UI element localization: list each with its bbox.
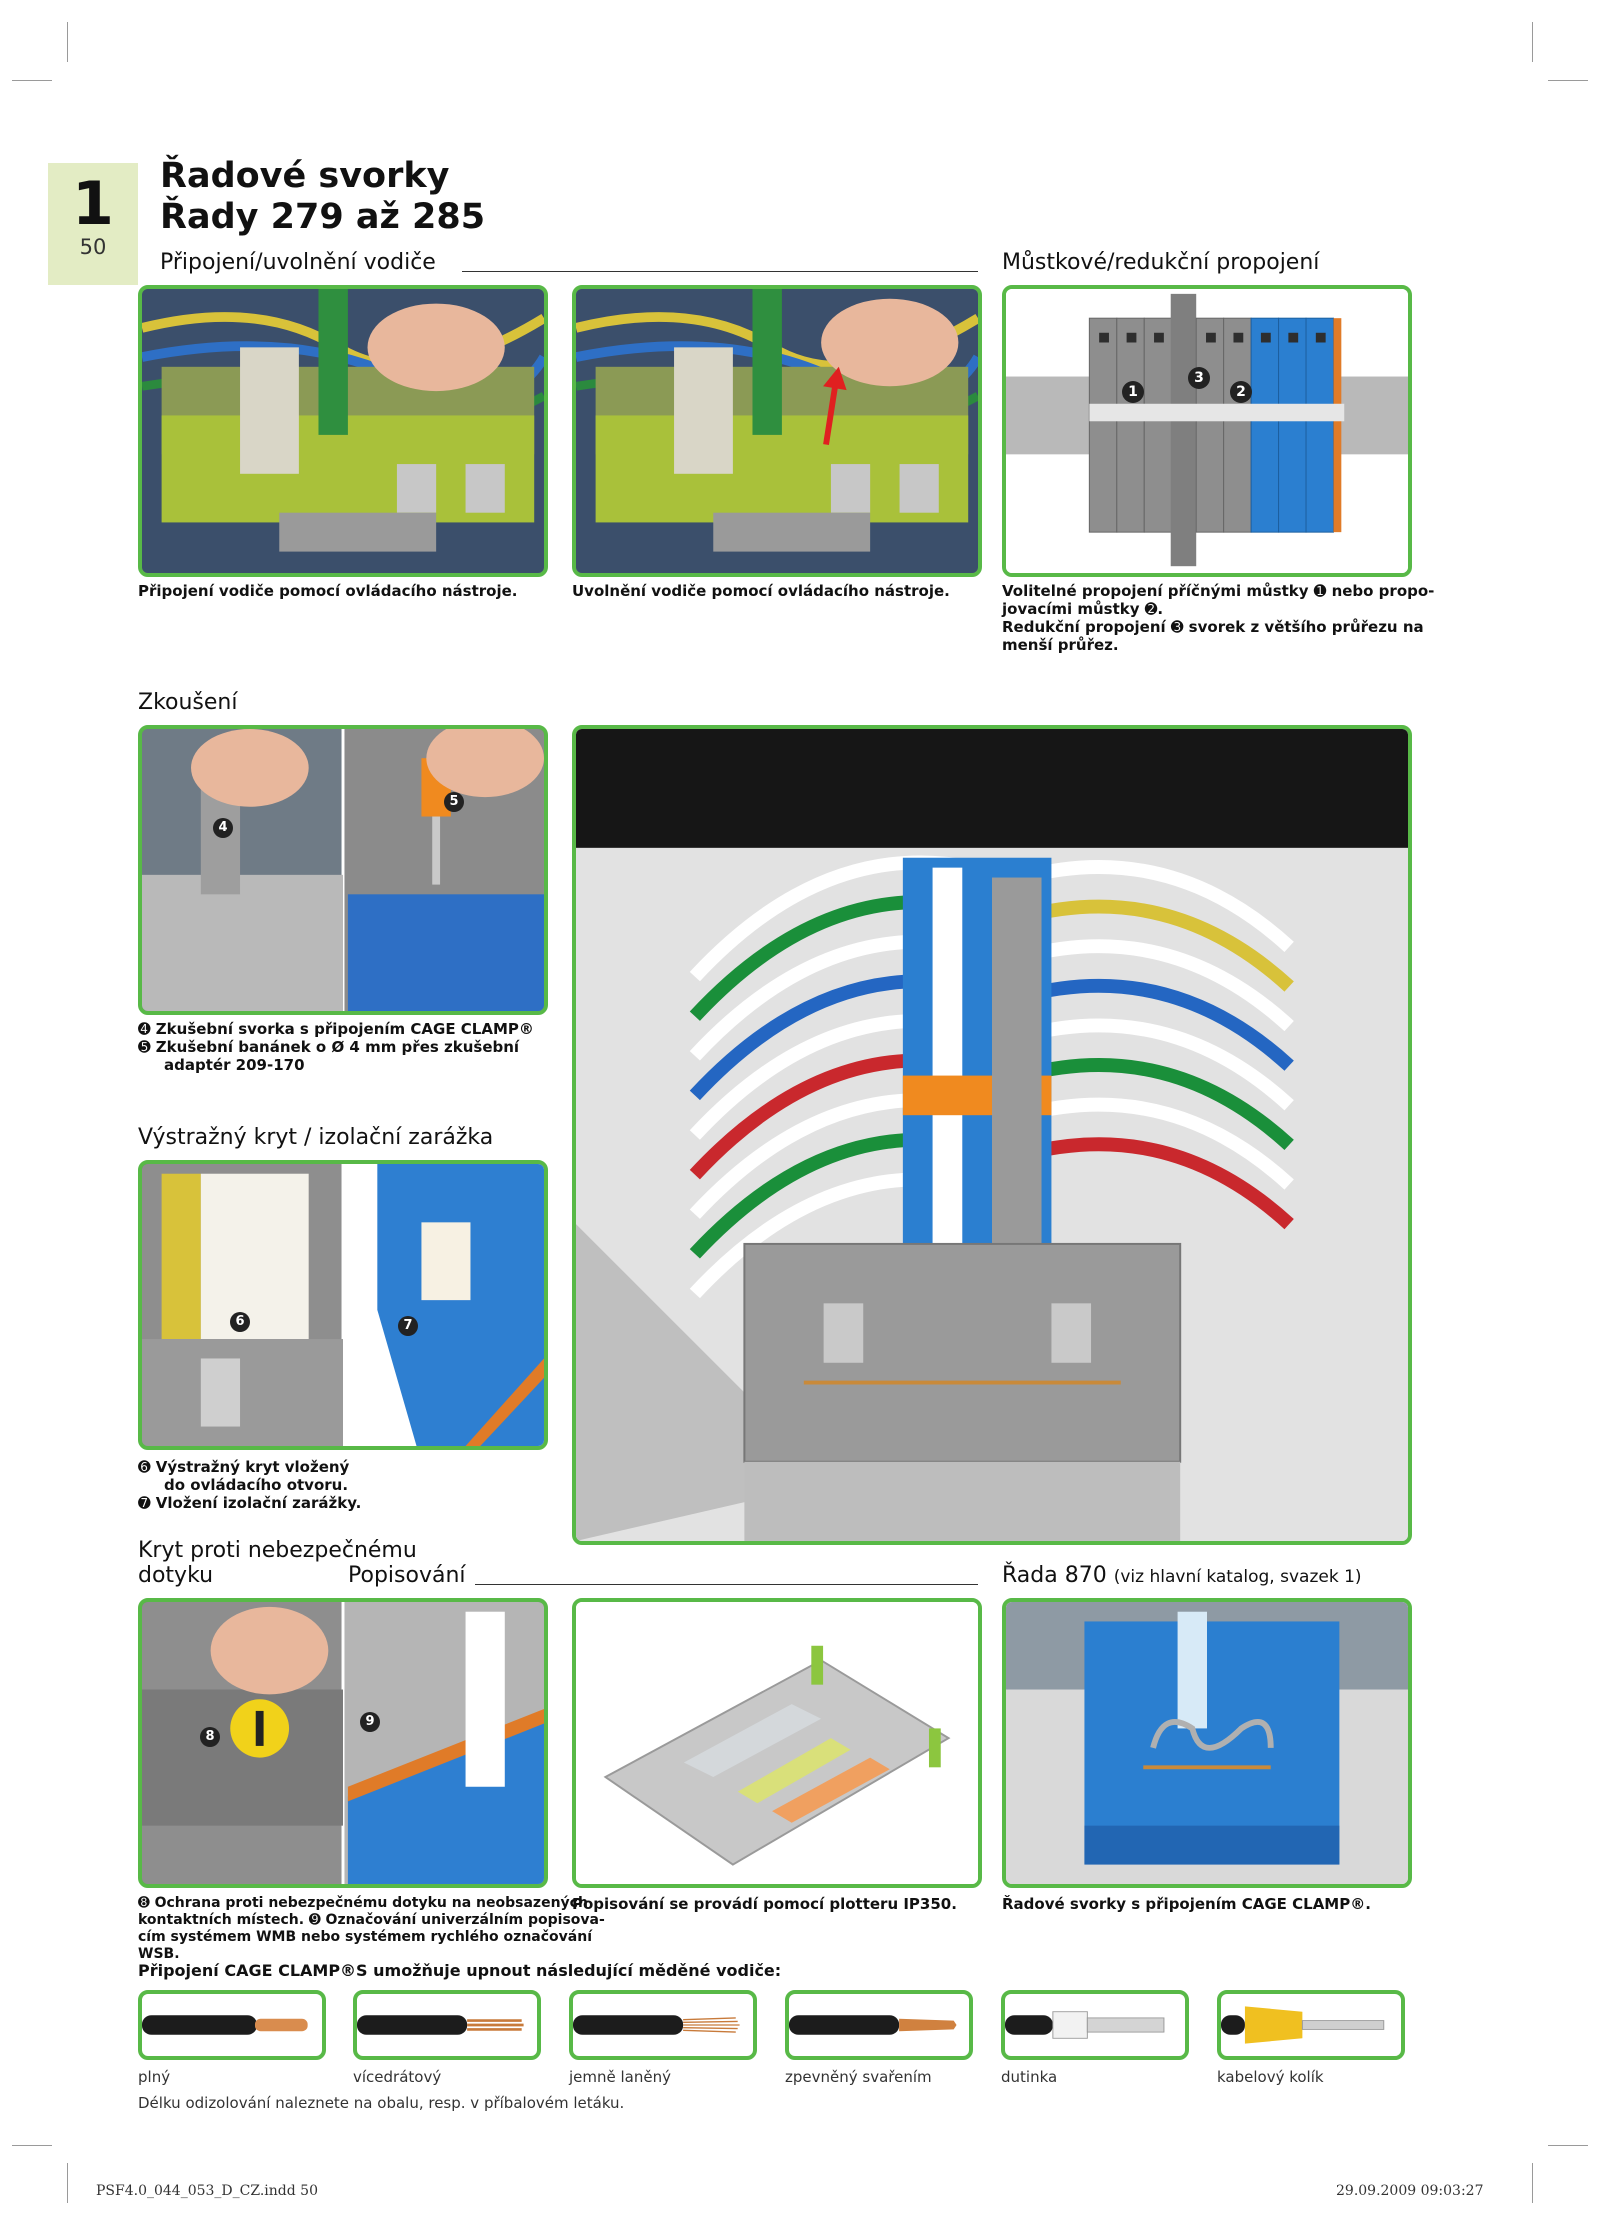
photo-connect-conductor bbox=[138, 285, 548, 577]
page-number: 50 bbox=[79, 235, 107, 259]
section-heading-connect: Připojení/uvolnění vodiče bbox=[160, 250, 436, 275]
caption-line: ➏ Výstražný kryt vložený bbox=[138, 1458, 350, 1476]
caption-line: jovacími můstky ➋. bbox=[1002, 600, 1164, 618]
page-subtitle: Řady 279 až 285 bbox=[160, 197, 486, 237]
photo-warning-cover bbox=[138, 1160, 548, 1450]
wire-ultrasonically-welded bbox=[785, 1990, 973, 2060]
crop-mark bbox=[1548, 2145, 1588, 2146]
marker-7-icon: 7 bbox=[398, 1316, 418, 1336]
marker-2-icon: 2 bbox=[1230, 381, 1252, 403]
chapter-number: 1 bbox=[72, 169, 114, 239]
marker-4-icon: 4 bbox=[213, 818, 233, 838]
photo-testing bbox=[138, 725, 548, 1015]
photo-release-conductor bbox=[572, 285, 982, 577]
chapter-tab: 1 50 bbox=[48, 163, 138, 285]
crop-mark bbox=[1548, 80, 1588, 81]
caption-line: Volitelné propojení příčnými můstky ➊ ne… bbox=[1002, 582, 1435, 600]
section-heading-marking: Popisování bbox=[348, 1563, 466, 1588]
section-heading-testing: Zkoušení bbox=[138, 690, 238, 715]
conductor-label: vícedrátový bbox=[353, 2068, 442, 2086]
crop-mark bbox=[12, 2145, 52, 2146]
photo-touch-protection bbox=[138, 1598, 548, 1888]
photo-series870 bbox=[1002, 1598, 1412, 1888]
marker-5-icon: 5 bbox=[444, 792, 464, 812]
caption-line: ➎ Zkušební banánek o Ø 4 mm přes zkušebn… bbox=[138, 1038, 520, 1056]
caption-series870: Řadové svorky s připojením CAGE CLAMP®. bbox=[1002, 1895, 1371, 1913]
crop-mark bbox=[12, 80, 52, 81]
footer-file: PSF4.0_044_053_D_CZ.indd 50 bbox=[96, 2183, 318, 2199]
caption-bridge: Volitelné propojení příčnými můstky ➊ ne… bbox=[1002, 582, 1434, 654]
footer-timestamp: 29.09.2009 09:03:27 bbox=[1336, 2183, 1484, 2199]
conductor-label: jemně laněný bbox=[569, 2068, 671, 2086]
wire-pin-terminal bbox=[1217, 1990, 1405, 2060]
caption-release: Uvolnění vodiče pomocí ovládacího nástro… bbox=[572, 582, 950, 600]
wire-ferrule bbox=[1001, 1990, 1189, 2060]
conductor-label: plný bbox=[138, 2068, 171, 2086]
caption-line: Redukční propojení ➌ svorek z většího pr… bbox=[1002, 618, 1424, 636]
caption-line: kontaktních místech. ➒ Označování univer… bbox=[138, 1912, 605, 1928]
crop-mark bbox=[67, 2163, 68, 2203]
caption-plotter: Popisování se provádí pomocí plotteru IP… bbox=[572, 1895, 957, 1913]
caption-line: menší průřez. bbox=[1002, 636, 1119, 654]
section-rule bbox=[475, 1584, 978, 1585]
wire-fine-stranded bbox=[569, 1990, 757, 2060]
conductor-label: kabelový kolík bbox=[1217, 2068, 1324, 2086]
section-heading-series870: Řada 870 (viz hlavní katalog, svazek 1) bbox=[1002, 1563, 1362, 1588]
photo-bridge-connection bbox=[1002, 285, 1412, 577]
crop-mark bbox=[67, 22, 68, 62]
section-heading-warning: Výstražný kryt / izolační zarážka bbox=[138, 1125, 494, 1150]
marker-3-icon: 3 bbox=[1188, 367, 1210, 389]
caption-line: WSB. bbox=[138, 1946, 180, 1962]
caption-line: cím systémem WMB nebo systémem rychlého … bbox=[138, 1929, 592, 1945]
series870-title: Řada 870 bbox=[1002, 1563, 1107, 1588]
marker-8-icon: 8 bbox=[200, 1727, 220, 1747]
conductor-label: zpevněný svařením bbox=[785, 2068, 932, 2086]
section-heading-touch-2: dotyku bbox=[138, 1563, 214, 1588]
caption-testing: ➍ Zkušební svorka s připojením CAGE CLAM… bbox=[138, 1020, 534, 1074]
caption-line: adaptér 209-170 bbox=[164, 1056, 305, 1074]
section-rule bbox=[462, 271, 978, 272]
conductors-heading: Připojení CAGE CLAMP®S umožňuje upnout n… bbox=[138, 1961, 782, 1980]
caption-line: ➑ Ochrana proti nebezpečnému dotyku na n… bbox=[138, 1895, 588, 1911]
caption-line: ➐ Vložení izolační zarážky. bbox=[138, 1494, 362, 1512]
wire-solid bbox=[138, 1990, 326, 2060]
crop-mark bbox=[1532, 22, 1533, 62]
photo-terminal-block-assembly bbox=[572, 725, 1412, 1545]
section-heading-touch: Kryt proti nebezpečnému bbox=[138, 1538, 417, 1563]
crop-mark bbox=[1532, 2163, 1533, 2203]
caption-warning: ➏ Výstražný kryt vložený do ovládacího o… bbox=[138, 1458, 361, 1512]
page-title: Řadové svorky bbox=[160, 156, 450, 196]
series870-note: (viz hlavní katalog, svazek 1) bbox=[1113, 1567, 1362, 1587]
section-heading-bridge: Můstkové/redukční propojení bbox=[1002, 250, 1320, 275]
caption-connect: Připojení vodiče pomocí ovládacího nástr… bbox=[138, 582, 518, 600]
marker-6-icon: 6 bbox=[230, 1312, 250, 1332]
conductor-label: dutinka bbox=[1001, 2068, 1058, 2086]
caption-line: ➍ Zkušební svorka s připojením CAGE CLAM… bbox=[138, 1020, 534, 1038]
marker-1-icon: 1 bbox=[1122, 381, 1144, 403]
caption-line: do ovládacího otvoru. bbox=[164, 1476, 349, 1494]
strip-length-note: Délku odizolování naleznete na obalu, re… bbox=[138, 2094, 625, 2112]
wire-stranded bbox=[353, 1990, 541, 2060]
marker-9-icon: 9 bbox=[360, 1712, 380, 1732]
caption-touch: ➑ Ochrana proti nebezpečnému dotyku na n… bbox=[138, 1895, 605, 1963]
photo-marking-plotter bbox=[572, 1598, 982, 1888]
